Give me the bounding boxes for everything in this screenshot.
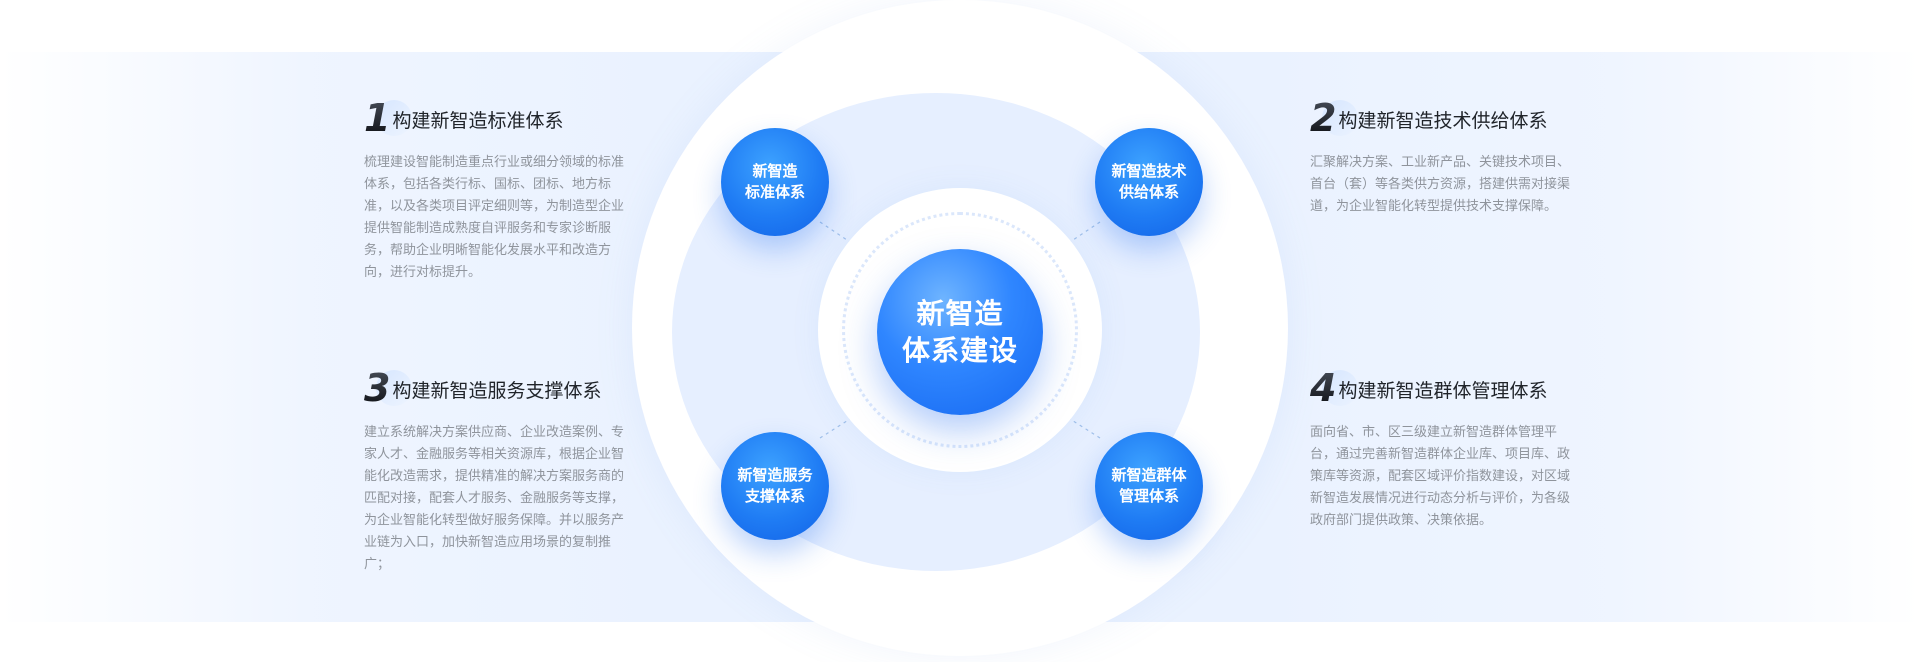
node-service-support-system: 新智造服务 支撑体系: [721, 432, 829, 540]
node-standard-system: 新智造 标准体系: [721, 128, 829, 236]
text-block-4: 4 构建新智造群体管理体系 面向省、市、区三级建立新智造群体管理平台，通过完善新…: [1310, 366, 1582, 532]
center-node-line2: 体系建设: [901, 334, 1018, 367]
text-block-3: 3 构建新智造服务支撑体系 建立系统解决方案供应商、企业改造案例、专家人才、金融…: [364, 366, 636, 576]
block-description: 建立系统解决方案供应商、企业改造案例、专家人才、金融服务等相关资源库，根据企业智…: [364, 425, 625, 572]
node-label-line1: 新智造: [752, 162, 798, 180]
block-description: 汇聚解决方案、工业新产品、关键技术项目、首台（套）等各类供方资源，搭建供需对接渠…: [1310, 155, 1571, 214]
node-label-line2: 标准体系: [744, 183, 805, 201]
dotted-ring: [842, 212, 1078, 448]
heading-decoration: [376, 370, 412, 406]
block-heading: 4 构建新智造群体管理体系: [1310, 366, 1582, 410]
node-label-line1: 新智造群体: [1111, 466, 1187, 484]
block-heading: 2 构建新智造技术供给体系: [1310, 96, 1582, 140]
block-description: 梳理建设智能制造重点行业或细分领域的标准体系，包括各类行标、国标、团标、地方标准…: [364, 155, 625, 280]
block-title: 构建新智造服务支撑体系: [392, 380, 602, 402]
block-number: 2: [1310, 96, 1337, 140]
block-number: 3: [364, 366, 391, 410]
node-technology-supply-system: 新智造技术 供给体系: [1095, 128, 1203, 236]
text-block-1: 1 构建新智造标准体系 梳理建设智能制造重点行业或细分领域的标准体系，包括各类行…: [364, 96, 636, 284]
block-heading: 1 构建新智造标准体系: [364, 96, 636, 140]
node-group-management-system: 新智造群体 管理体系: [1095, 432, 1203, 540]
node-label-line1: 新智造技术: [1111, 162, 1187, 180]
block-title: 构建新智造群体管理体系: [1338, 380, 1548, 402]
node-label-line1: 新智造服务: [737, 466, 813, 484]
block-number: 4: [1310, 366, 1337, 410]
node-label-line2: 供给体系: [1118, 183, 1179, 201]
center-node: 新智造 体系建设: [877, 249, 1043, 415]
heading-decoration: [1322, 370, 1358, 406]
block-description: 面向省、市、区三级建立新智造群体管理平台，通过完善新智造群体企业库、项目库、政策…: [1310, 425, 1571, 528]
block-title: 构建新智造标准体系: [392, 110, 564, 132]
center-node-line1: 新智造: [916, 297, 1004, 330]
text-block-2: 2 构建新智造技术供给体系 汇聚解决方案、工业新产品、关键技术项目、首台（套）等…: [1310, 96, 1582, 218]
block-title: 构建新智造技术供给体系: [1338, 110, 1548, 132]
block-number: 1: [364, 96, 391, 140]
block-heading: 3 构建新智造服务支撑体系: [364, 366, 636, 410]
node-label-line2: 管理体系: [1118, 487, 1179, 505]
heading-decoration: [376, 100, 412, 136]
heading-decoration: [1322, 100, 1358, 136]
node-label-line2: 支撑体系: [744, 487, 805, 505]
